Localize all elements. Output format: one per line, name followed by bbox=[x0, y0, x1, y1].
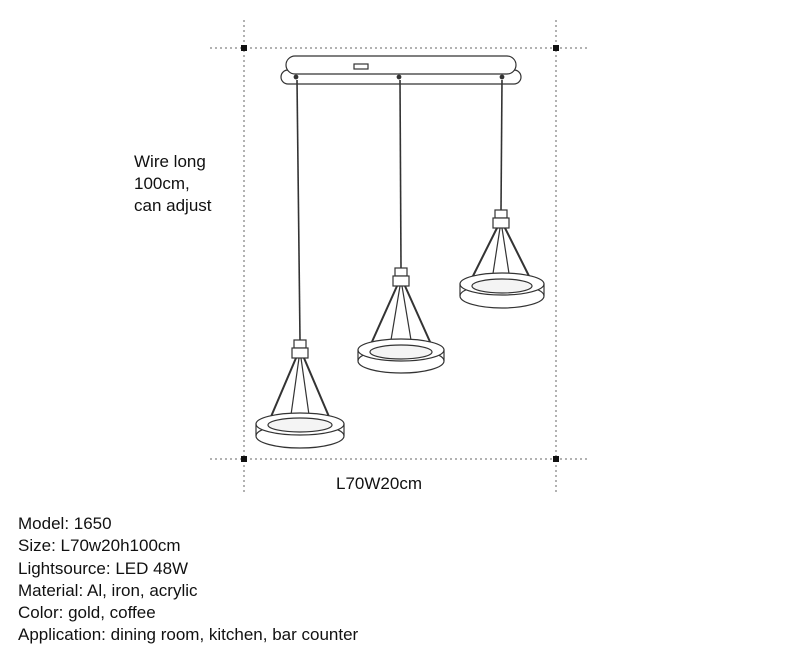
pendant-right bbox=[459, 209, 545, 309]
dimension-guides bbox=[210, 20, 590, 492]
spec-color: Color: gold, coffee bbox=[18, 603, 156, 623]
spec-lightsource: Lightsource: LED 48W bbox=[18, 558, 189, 578]
spec-material-value: Al, iron, acrylic bbox=[86, 580, 198, 600]
spec-size-label: Size bbox=[18, 536, 52, 556]
guide-corner-markers bbox=[241, 45, 559, 462]
wire-length-note: Wire long 100cm, can adjust bbox=[134, 151, 212, 217]
spec-application: Application: dining room, kitchen, bar c… bbox=[18, 625, 359, 645]
ceiling-canopy bbox=[280, 55, 522, 85]
suspension-wires bbox=[296, 79, 503, 341]
pendant-middle bbox=[357, 267, 445, 374]
spec-model-value: 1650 bbox=[73, 514, 112, 533]
wire-note-line-3: can adjust bbox=[134, 196, 212, 215]
spec-model: Model: 1650 bbox=[18, 514, 112, 533]
spec-color-label: Color bbox=[18, 603, 59, 623]
spec-application-label: Application bbox=[18, 625, 102, 645]
spec-model-label: Model bbox=[18, 514, 65, 533]
spec-size: Size: L70w20h100cm bbox=[18, 536, 181, 556]
dimension-label: L70W20cm bbox=[336, 474, 422, 493]
wire-note-line-1: Wire long bbox=[134, 152, 206, 171]
pendant-left bbox=[255, 339, 345, 449]
spec-color-value: gold, coffee bbox=[68, 603, 156, 623]
spec-size-value: L70w20h100cm bbox=[60, 536, 181, 556]
spec-lightsource-label: Lightsource bbox=[18, 558, 106, 578]
spec-list: Model: 1650 Size: L70w20h100cm Lightsour… bbox=[18, 513, 358, 647]
spec-lightsource-value: LED 48W bbox=[115, 558, 189, 578]
wire-note-line-2: 100cm, bbox=[134, 174, 190, 193]
spec-material: Material: Al, iron, acrylic bbox=[18, 580, 198, 600]
spec-material-label: Material bbox=[18, 580, 79, 600]
spec-application-value: dining room, kitchen, bar counter bbox=[110, 625, 359, 645]
